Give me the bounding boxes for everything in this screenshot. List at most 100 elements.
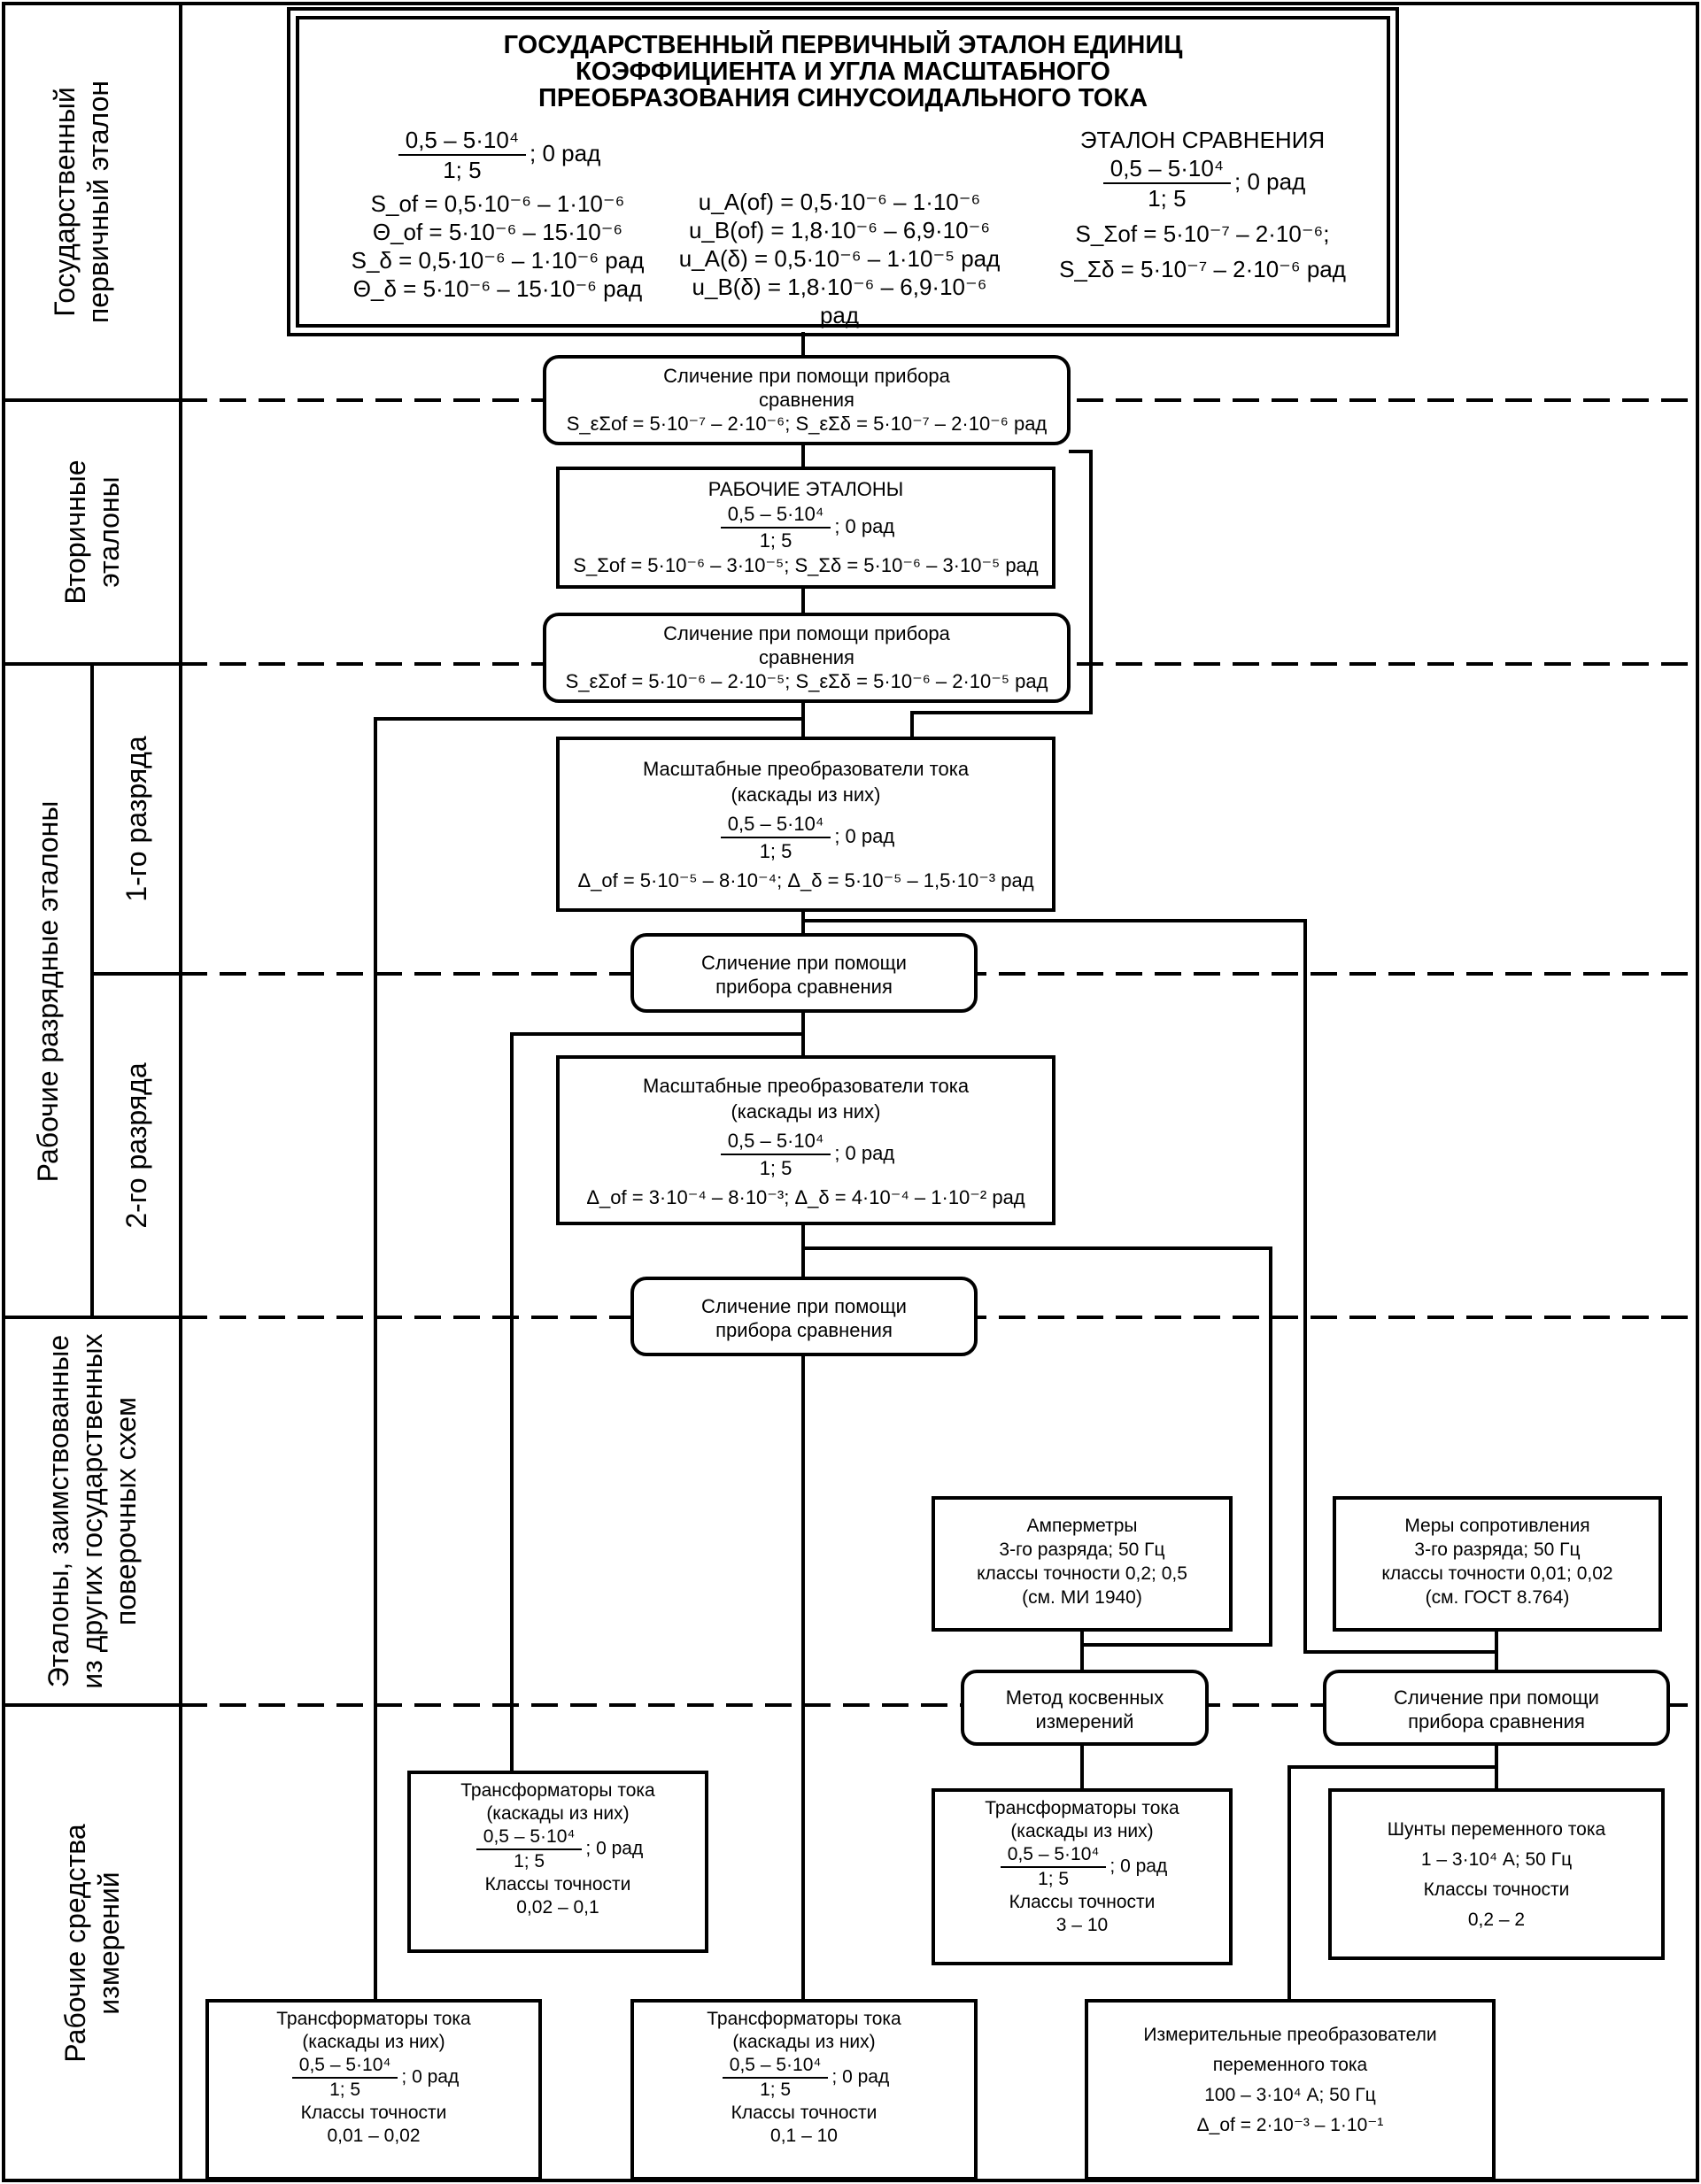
comparison-box-3: Сличение при помощи прибора сравнения — [630, 933, 978, 1013]
primary-frac-den: 1; 5 — [443, 157, 482, 183]
tt-right-cls: Классы точности — [1009, 1892, 1156, 1912]
tt-right-frac-num: 0,5 – 5·10⁴ — [1000, 1843, 1107, 1868]
level-rank2-text: 2-го разряда — [120, 1062, 152, 1229]
resistance-measures-box: Меры сопротивления 3-го разряда; 50 Гц к… — [1333, 1496, 1662, 1632]
primary-cmp-frac-den: 1; 5 — [1148, 185, 1187, 212]
level-rank1-text: 1-го разряда — [120, 736, 152, 902]
primary-cmp-title: ЭТАЛОН СРАВНЕНИЯ — [1079, 127, 1326, 153]
cmp3-line-1: Сличение при помощи — [701, 952, 907, 974]
primary-mid-line-2: u_B(of) = 1,8·10⁻⁶ – 6,9·10⁻⁶ — [688, 217, 991, 243]
rank1-title-1: Масштабные преобразователи тока — [642, 758, 970, 780]
primary-left-line-1: S_of = 0,5·10⁻⁶ – 1·10⁻⁶ — [370, 190, 625, 217]
cmp1-line-1: Сличение при помощи прибора — [663, 365, 950, 387]
resist-line-4: (см. ГОСТ 8.764) — [1425, 1587, 1570, 1608]
tt-mid-title-1: Трансформаторы тока — [460, 1780, 655, 1801]
primary-mid-col: u_A(of) = 0,5·10⁻⁶ – 1·10⁻⁶ u_B(of) = 1,… — [671, 188, 1008, 329]
tt-low2-cls-val: 0,1 – 10 — [770, 2126, 838, 2146]
current-transformers-box-right: Трансформаторы тока (каскады из них) 0,5… — [932, 1788, 1233, 1965]
rank1-frac-tail: ; 0 рад — [834, 824, 895, 847]
tt-low2-title-2: (каскады из них) — [732, 2032, 876, 2052]
rank2-converters-box: Масштабные преобразователи тока (каскады… — [556, 1055, 1055, 1225]
ammeters-line-2: 3-го разряда; 50 Гц — [999, 1540, 1165, 1560]
level-borrowed-text: Эталоны, заимствованные из других госуда… — [43, 1333, 142, 1689]
primary-left-line-2: Θ_of = 5·10⁻⁶ – 15·10⁻⁶ — [372, 219, 623, 245]
cmp4-line-1: Сличение при помощи — [701, 1295, 907, 1317]
tt-low1-title-2: (каскады из них) — [302, 2032, 445, 2052]
current-transformers-box-low-2: Трансформаторы тока (каскады из них) 0,5… — [630, 1999, 978, 2180]
rank2-line: Δ_of = 3·10⁻⁴ – 8·10⁻³; Δ_δ = 4·10⁻⁴ – 1… — [586, 1186, 1025, 1208]
rank1-line: Δ_of = 5·10⁻⁵ – 8·10⁻⁴; Δ_δ = 5·10⁻⁵ – 1… — [577, 869, 1034, 891]
cmp5-line-2: прибора сравнения — [1408, 1710, 1585, 1733]
rank2-frac-den: 1; 5 — [759, 1157, 793, 1179]
rank2-frac-tail: ; 0 рад — [834, 1141, 895, 1164]
rank2-title-2: (каскады из них) — [731, 1100, 881, 1123]
conn-cmp1-bypass — [910, 450, 1093, 745]
rank1-title-2: (каскады из них) — [731, 783, 881, 806]
cmp3-line-2: прибора сравнения — [715, 976, 893, 998]
cmp1-line-2: сравнения — [759, 389, 854, 411]
tt-mid-frac-tail: ; 0 рад — [585, 1838, 644, 1859]
tt-low1-frac-num: 0,5 – 5·10⁴ — [291, 2054, 398, 2079]
rank2-frac-num: 0,5 – 5·10⁴ — [720, 1128, 831, 1155]
level-label-instruments: Рабочие средства измерений — [58, 1757, 126, 2129]
measuring-converters-box: Измерительные преобразователи переменног… — [1085, 1999, 1496, 2180]
tt-low2-cls: Классы точности — [731, 2103, 878, 2123]
level-label-primary: Государственный первичный эталон — [48, 12, 115, 392]
shunts-line-4: 0,2 – 2 — [1467, 1910, 1526, 1930]
tt-low1-cls-val: 0,01 – 0,02 — [327, 2126, 421, 2146]
level-working-text: Рабочие разрядные эталоны — [32, 800, 64, 1183]
level-label-borrowed: Эталоны, заимствованные из других госуда… — [42, 1325, 143, 1697]
resist-line-1: Меры сопротивления — [1404, 1516, 1590, 1536]
level-label-rank1: 1-го разряда — [120, 736, 153, 901]
primary-frac-num: 0,5 – 5·10⁴ — [398, 126, 527, 156]
resist-line-2: 3-го разряда; 50 Гц — [1414, 1540, 1581, 1560]
tt-low2-title-1: Трансформаторы тока — [707, 2009, 901, 2029]
current-transformers-box-low-1: Трансформаторы тока (каскады из них) 0,5… — [205, 1999, 542, 2180]
cmp4-line-2: прибора сравнения — [715, 1319, 893, 1341]
level-label-rank2: 2-го разряда — [120, 1062, 153, 1228]
secondary-frac-tail: ; 0 рад — [834, 514, 895, 537]
tt-low2-frac-tail: ; 0 рад — [831, 2066, 890, 2088]
primary-mid-line-3: u_A(δ) = 0,5·10⁻⁶ – 1·10⁻⁵ рад — [678, 245, 1001, 272]
comparison-box-5: Сличение при помощи прибора сравнения — [1323, 1670, 1670, 1746]
tt-mid-frac-den: 1; 5 — [514, 1851, 545, 1871]
tt-low1-frac-tail: ; 0 рад — [401, 2066, 460, 2088]
ammeters-box: Амперметры 3-го разряда; 50 Гц классы то… — [932, 1496, 1233, 1632]
tt-low1-cls: Классы точности — [300, 2103, 447, 2123]
cmp5-line-1: Сличение при помощи — [1394, 1686, 1599, 1709]
primary-cmp-line-1: S_Σof = 5·10⁻⁷ – 2·10⁻⁶; — [1075, 220, 1330, 247]
cmp1-line-3: S_εΣof = 5·10⁻⁷ – 2·10⁻⁶; S_εΣδ = 5·10⁻⁷… — [566, 413, 1048, 435]
primary-frac-tail: ; 0 рад — [530, 139, 601, 166]
primary-title: ГОСУДАРСТВЕННЫЙ ПЕРВИЧНЫЙ ЭТАЛОН ЕДИНИЦ … — [503, 31, 1183, 112]
level-instruments-text: Рабочие средства измерений — [59, 1824, 125, 2063]
primary-cmp-frac-num: 0,5 – 5·10⁴ — [1102, 154, 1232, 184]
cmp2-line-3: S_εΣof = 5·10⁻⁶ – 2·10⁻⁵; S_εΣδ = 5·10⁻⁶… — [565, 670, 1048, 692]
conv-line-2: переменного тока — [1212, 2055, 1368, 2075]
tt-mid-cls: Классы точности — [484, 1874, 631, 1895]
primary-left-line-4: Θ_δ = 5·10⁻⁶ – 15·10⁻⁶ рад — [352, 275, 643, 302]
ammeters-line-1: Амперметры — [1026, 1516, 1138, 1536]
shunts-line-1: Шунты переменного тока — [1387, 1819, 1606, 1840]
tt-right-cls-val: 3 – 10 — [1055, 1915, 1109, 1935]
secondary-frac-num: 0,5 – 5·10⁴ — [720, 502, 831, 529]
level-secondary-text: Вторичные эталоны — [59, 459, 125, 605]
comparison-box-1: Сличение при помощи прибора сравнения S_… — [543, 355, 1071, 445]
tt-right-frac-den: 1; 5 — [1038, 1869, 1070, 1889]
ammeters-line-4: (см. МИ 1940) — [1022, 1587, 1142, 1608]
comparison-box-2: Сличение при помощи прибора сравнения S_… — [543, 613, 1071, 703]
